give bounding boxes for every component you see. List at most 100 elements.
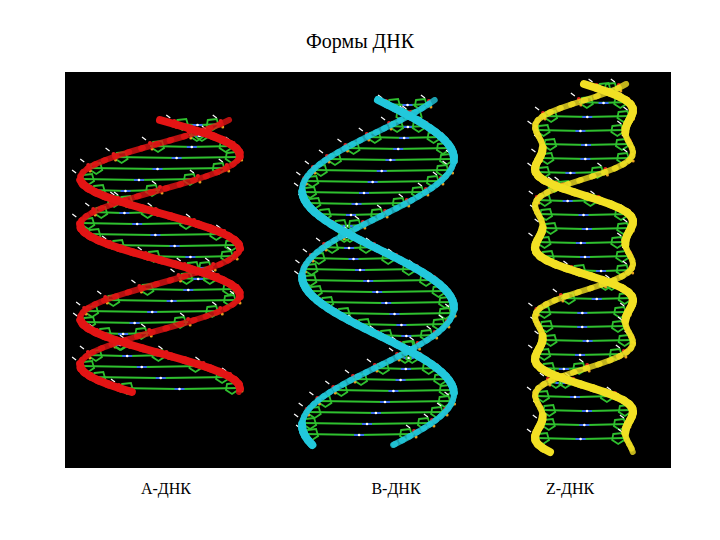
hydrogen-atom [296, 172, 300, 175]
black-panel [65, 72, 671, 468]
base-stick [356, 434, 414, 435]
hydrogen-atom [106, 148, 110, 151]
hydrogen-atom [527, 387, 531, 390]
hydrogen-bond [570, 396, 580, 398]
hydrogen-bond [362, 423, 372, 425]
base-stick [302, 192, 367, 193]
hydrogen-bond [354, 434, 364, 436]
base-stick [308, 291, 374, 292]
base-stick [174, 157, 240, 158]
atom [366, 423, 369, 426]
hydrogen-bond [576, 242, 586, 244]
atom [586, 228, 589, 231]
hydrogen-bond [134, 179, 144, 181]
hydrogen-bond [344, 247, 354, 249]
hydrogen-bond [581, 144, 591, 146]
z-dna-helix [527, 79, 636, 452]
hydrogen-atom [424, 414, 428, 417]
atom [363, 192, 366, 195]
atom [586, 116, 589, 119]
base-stick [81, 322, 137, 323]
hydrogen-atom [399, 194, 403, 197]
base-stick [404, 324, 446, 325]
atom [384, 401, 387, 404]
diagram-title: Формы ДНК [306, 30, 414, 53]
atom [579, 130, 582, 133]
atom [124, 190, 127, 193]
base-stick [169, 300, 238, 301]
atom [407, 126, 410, 129]
hydrogen-atom [445, 392, 449, 395]
hydrogen-atom [138, 247, 142, 250]
base-stick [304, 181, 375, 182]
hydrogen-atom [367, 359, 371, 362]
atom [156, 168, 159, 171]
hydrogen-atom [303, 249, 307, 252]
base-stick [114, 157, 180, 158]
atom [367, 280, 370, 283]
hydrogen-atom [73, 313, 77, 316]
atom [600, 270, 603, 273]
hydrogen-bond [377, 170, 387, 172]
atom [154, 234, 157, 237]
hydrogen-atom [80, 159, 84, 162]
hydrogen-atom [171, 269, 175, 272]
hydrogen-atom [528, 303, 532, 306]
hydrogen-bond [576, 438, 586, 440]
base-stick [541, 424, 582, 425]
hydrogen-bond [404, 357, 414, 359]
hydrogen-bond [137, 366, 147, 368]
hydrogen-atom [616, 345, 620, 348]
hydrogen-atom [80, 346, 84, 349]
base-stick [164, 377, 230, 378]
hydrogen-atom [177, 258, 181, 261]
hydrogen-atom [294, 183, 298, 186]
hydrogen-atom [571, 93, 575, 96]
atom [151, 311, 154, 314]
hydrogen-atom [437, 403, 441, 406]
hydrogen-bond [577, 326, 587, 328]
hydrogen-bond [346, 214, 356, 216]
base-stick [380, 291, 446, 292]
hydrogen-bond [582, 410, 592, 412]
hydrogen-atom [533, 415, 537, 418]
hydrogen-bond [575, 354, 585, 356]
hydrogen-bond [172, 157, 182, 159]
hydrogen-atom [623, 107, 627, 110]
atom [140, 366, 143, 369]
base-stick [307, 412, 379, 413]
hydrogen-bond [118, 333, 128, 335]
hydrogen-atom [529, 191, 533, 194]
hydrogen-atom [410, 337, 414, 340]
atom [584, 158, 587, 161]
hydrogen-atom [443, 161, 447, 164]
base-stick [333, 390, 396, 391]
base-stick [80, 223, 134, 224]
hydrogen-atom [325, 381, 329, 384]
hydrogen-bond [130, 322, 140, 324]
atom [359, 269, 362, 272]
hydrogen-bond [380, 401, 390, 403]
hydrogen-bond [579, 214, 589, 216]
atom [397, 148, 400, 151]
atom [348, 247, 351, 250]
hydrogen-atom [406, 425, 410, 428]
base-stick [84, 311, 155, 312]
hydrogen-atom [295, 260, 299, 263]
hydrogen-bond [393, 148, 403, 150]
hydrogen-atom [535, 107, 539, 110]
atom [123, 212, 126, 215]
hydrogen-bond [579, 424, 589, 426]
backbone-ribbon [308, 440, 312, 445]
base-stick [80, 179, 142, 180]
hydrogen-bond [183, 289, 193, 291]
hydrogen-bond [371, 412, 381, 414]
hydrogen-atom [72, 357, 76, 360]
atom [563, 368, 566, 371]
atom [581, 312, 584, 315]
atom [399, 379, 402, 382]
base-stick [346, 148, 402, 149]
hydrogen-bond [599, 102, 609, 104]
base-stick [371, 280, 434, 281]
